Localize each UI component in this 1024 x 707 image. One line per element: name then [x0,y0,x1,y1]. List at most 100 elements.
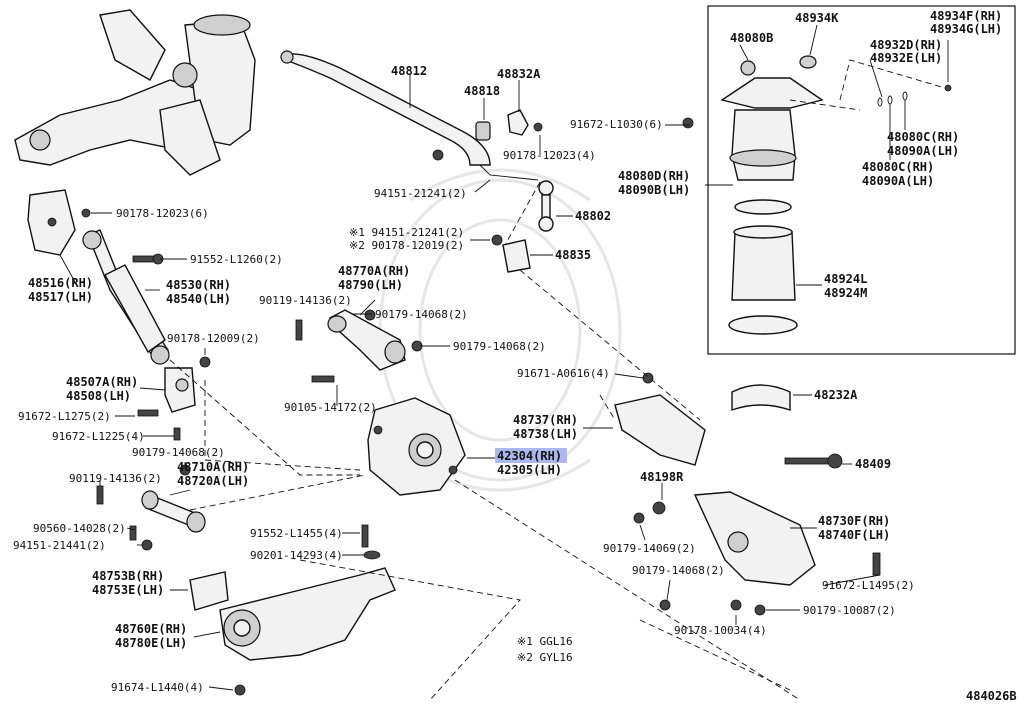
air-spring-cover-part [731,225,796,301]
part-number-90179-10087[interactable]: 90179-10087(2) [803,604,896,617]
upper-control-arm-part [327,309,406,371]
part-number-48934k[interactable]: 48934K [795,11,839,25]
leader-lines [59,24,949,691]
air-spring-upper-mount-part [720,55,824,109]
part-number-48934g[interactable]: 48934G(LH) [930,22,1002,36]
part-number-48090a-a[interactable]: 48090A(LH) [887,144,959,158]
part-number-48090a-b[interactable]: 48090A(LH) [862,174,934,188]
part-number-48790[interactable]: 48790(LH) [338,278,403,292]
camber-bolt-part [784,453,843,469]
part-number-48932e[interactable]: 48932E(LH) [870,51,942,65]
stabilizer-bracket-part [507,109,543,136]
part-number-91671-a0616[interactable]: 91671-A0616(4) [517,367,610,380]
part-number-91552-l1260[interactable]: 91552-L1260(2) [190,253,283,266]
part-number-48508[interactable]: 48508(LH) [66,389,131,403]
part-number-90105-14172[interactable]: 90105-14172(2) [284,401,377,414]
part-number-48516[interactable]: 48516(RH) [28,276,93,290]
part-number-90560-14028[interactable]: 90560-14028(2) [33,522,126,535]
selected-part-highlight [495,448,567,463]
part-number-48924l[interactable]: 48924L [824,272,867,286]
part-number-94151-21241-a[interactable]: 94151-21241(2) [374,187,467,200]
link-bracket-part [502,239,531,273]
air-spring-lower-band-part [728,315,798,335]
shock-lower-bracket-part [164,367,196,413]
part-number-48080c-b[interactable]: 48080C(RH) [862,160,934,174]
air-spring-bellows-part [729,109,797,181]
air-spring-inset-box [707,5,1016,355]
part-number-48080b[interactable]: 48080B [730,31,773,45]
part-number-90119-14136-b[interactable]: 90119-14136(2) [69,472,162,485]
part-number-48507a[interactable]: 48507A(RH) [66,375,138,389]
toe-control-arm-part [141,490,206,533]
part-number-90178-12019[interactable]: ※2 90178-12019(2) [349,239,464,252]
stabilizer-bar-part [280,50,539,181]
part-number-91672-l1275[interactable]: 91672-L1275(2) [18,410,111,423]
part-number-48738[interactable]: 48738(LH) [513,427,578,441]
part-number-90178-10034[interactable]: 90178-10034(4) [674,624,767,637]
part-number-90179-14068-c[interactable]: 90179-14068(2) [132,446,225,459]
hardware-bolts [81,117,881,616]
part-number-48760e[interactable]: 48760E(RH) [115,622,187,636]
shock-upper-bracket-part [27,189,76,256]
air-spring-band-part [734,199,792,215]
lower-suspension-arm-part [693,491,816,586]
part-number-91552-l1455[interactable]: 91552-L1455(4) [250,527,343,540]
lower-arm-assembly-part [189,567,396,696]
part-number-91672-l1030[interactable]: 91672-L1030(6) [570,118,663,131]
part-number-48770a[interactable]: 48770A(RH) [338,264,410,278]
part-number-48740f[interactable]: 48740F(LH) [818,528,890,542]
part-number-48080c-a[interactable]: 48080C(RH) [887,130,959,144]
rear-axle-carrier-part [367,397,466,496]
part-number-48832a[interactable]: 48832A [497,67,541,81]
part-number-48540[interactable]: 48540(LH) [166,292,231,306]
part-number-48835[interactable]: 48835 [555,248,591,262]
part-number-94151-21441[interactable]: 94151-21441(2) [13,539,106,552]
part-number-48710a[interactable]: 48710A(RH) [177,460,249,474]
part-number-48090b[interactable]: 48090B(LH) [618,183,690,197]
part-number-48924m[interactable]: 48924M [824,286,867,300]
part-number-91672-l1225[interactable]: 91672-L1225(4) [52,430,145,443]
part-number-48080d[interactable]: 48080D(RH) [618,169,690,183]
stabilizer-bushing-part [475,121,491,141]
part-number-48409[interactable]: 48409 [855,457,891,471]
part-number-90179-14068-b[interactable]: 90179-14068(2) [453,340,546,353]
part-number-94151-21241-b[interactable]: ※1 94151-21241(2) [349,226,464,239]
part-number-91674-l1440[interactable]: 91674-L1440(4) [111,681,204,694]
shock-absorber-part [82,229,170,365]
part-number-90119-14136-a[interactable]: 90119-14136(2) [259,294,352,307]
part-number-90179-14069[interactable]: 90179-14069(2) [603,542,696,555]
part-number-48737[interactable]: 48737(RH) [513,413,578,427]
part-number-48932d[interactable]: 48932D(RH) [870,38,942,52]
part-number-48812[interactable]: 48812 [391,64,427,78]
spring-seat-part [731,384,791,411]
part-number-48802[interactable]: 48802 [575,209,611,223]
part-number-90178-12023-4[interactable]: 90178-12023(4) [503,149,596,162]
part-number-48530[interactable]: 48530(RH) [166,278,231,292]
part-number-48934f[interactable]: 48934F(RH) [930,9,1002,23]
o-ring-parts [877,84,952,107]
part-number-90201-14293[interactable]: 90201-14293(4) [250,549,343,562]
part-number-48198r[interactable]: 48198R [640,470,684,484]
part-number-42305[interactable]: 42305(LH) [497,463,562,477]
part-labels: 48812 48818 48832A 91672-L1030(6) 90178-… [13,9,1017,703]
part-number-90178-12009[interactable]: 90178-12009(2) [167,332,260,345]
model-note-2: ※2 GYL16 [517,651,573,664]
part-number-90179-14068-a[interactable]: 90179-14068(2) [375,308,468,321]
part-number-48818[interactable]: 48818 [464,84,500,98]
model-note-1: ※1 GGL16 [517,635,573,648]
part-number-90179-14068-d[interactable]: 90179-14068(2) [632,564,725,577]
part-number-48517[interactable]: 48517(LH) [28,290,93,304]
part-number-48780e[interactable]: 48780E(LH) [115,636,187,650]
part-number-42304-selected[interactable]: 42304(RH) [497,449,562,463]
diagram-code: 484026B [966,689,1017,703]
part-number-48730f[interactable]: 48730F(RH) [818,514,890,528]
part-number-90178-12023-6[interactable]: 90178-12023(6) [116,207,209,220]
part-number-48232a[interactable]: 48232A [814,388,858,402]
part-number-48720a[interactable]: 48720A(LH) [177,474,249,488]
stabilizer-link-part [538,180,554,232]
part-number-48753b[interactable]: 48753B(RH) [92,569,164,583]
part-number-91672-l1495[interactable]: 91672-L1495(2) [822,579,915,592]
assembly-guide-lines [169,59,946,701]
part-number-48753e[interactable]: 48753E(LH) [92,583,164,597]
